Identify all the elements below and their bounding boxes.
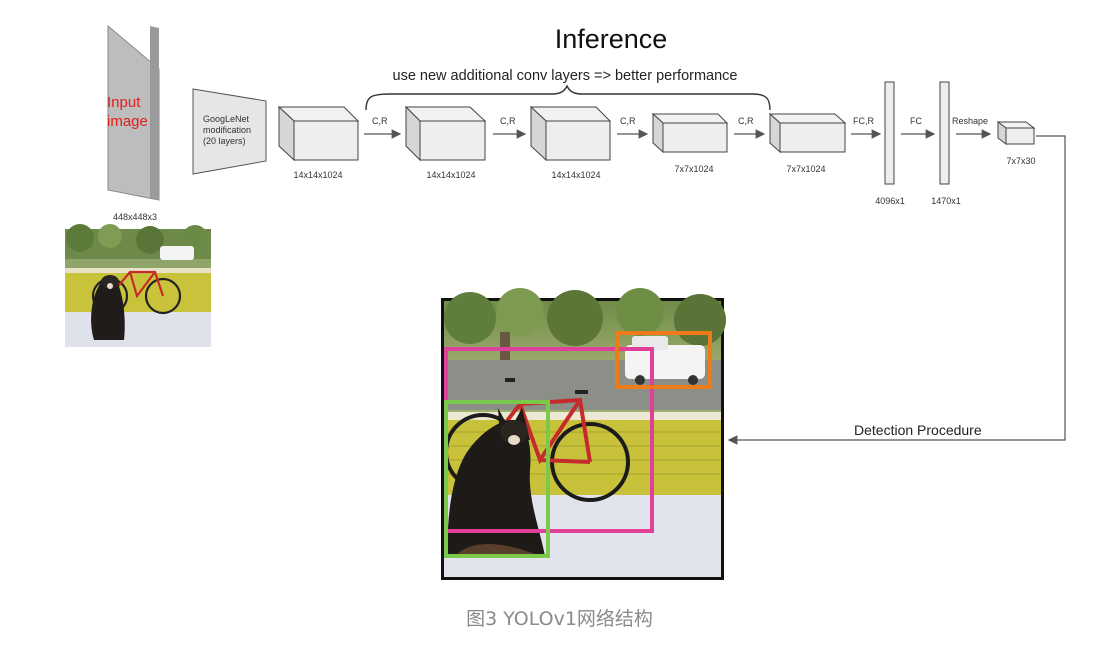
op-label-1: C,R xyxy=(372,116,388,126)
curly-brace xyxy=(365,84,771,111)
cube-2-size: 14x14x1024 xyxy=(426,170,475,180)
fc-2-size: 1470x1 xyxy=(931,196,961,206)
input-image-slab xyxy=(107,24,160,201)
detection-procedure-label: Detection Procedure xyxy=(854,422,982,438)
feature-cube-1 xyxy=(277,105,360,162)
output-cube xyxy=(996,121,1036,145)
googlenet-label-3: (20 layers) xyxy=(203,136,246,146)
input-photo-thumbnail xyxy=(65,224,211,347)
figure-caption: 图3 YOLOv1网络结构 xyxy=(466,608,653,630)
cube-3-size: 14x14x1024 xyxy=(551,170,600,180)
detection-connector xyxy=(727,135,1066,445)
input-image-label-line2: image xyxy=(107,113,148,130)
cube-5-size: 7x7x1024 xyxy=(786,164,825,174)
feature-cube-2 xyxy=(404,105,487,162)
cube-4-size: 7x7x1024 xyxy=(674,164,713,174)
diagram-title: Inference xyxy=(555,24,668,54)
fc-layer-4096 xyxy=(884,81,895,185)
diagram-subtitle: use new additional conv layers => better… xyxy=(393,68,738,84)
op-label-2: C,R xyxy=(500,116,516,126)
op-label-fc2: FC xyxy=(910,116,922,126)
feature-cube-3 xyxy=(529,105,612,162)
googlenet-label-1: GoogLeNet xyxy=(203,114,250,124)
feature-cube-4 xyxy=(651,112,729,154)
bbox-truck xyxy=(615,331,712,389)
googlenet-block xyxy=(192,88,267,175)
op-label-fc1: FC,R xyxy=(853,116,874,126)
feature-cube-5 xyxy=(768,112,847,154)
op-label-3: C,R xyxy=(620,116,636,126)
googlenet-label-2: modification xyxy=(203,125,251,135)
input-size-label: 448x448x3 xyxy=(113,212,157,222)
bbox-dog xyxy=(444,400,550,558)
output-size: 7x7x30 xyxy=(1006,156,1035,166)
op-label-reshape: Reshape xyxy=(952,116,988,126)
fc-1-size: 4096x1 xyxy=(875,196,905,206)
fc-layer-1470 xyxy=(939,81,950,185)
input-image-label-line1: Input xyxy=(107,94,141,111)
cube-1-size: 14x14x1024 xyxy=(293,170,342,180)
op-label-4: C,R xyxy=(738,116,754,126)
